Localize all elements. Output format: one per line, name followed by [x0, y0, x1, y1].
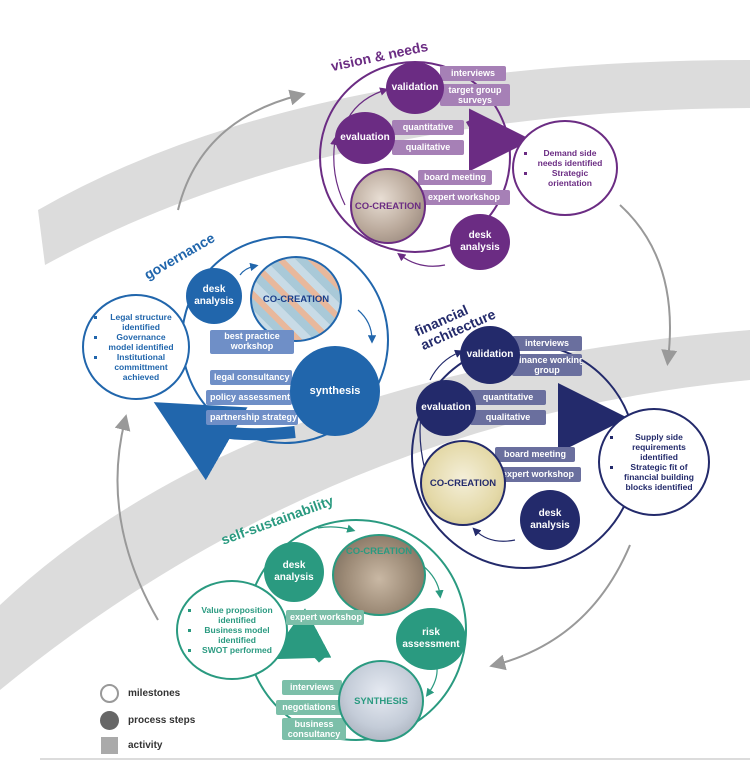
- cycle-arrow-fin-to-self: [489, 544, 631, 671]
- financial-milestone-item: Supply side requirements identified: [622, 432, 696, 462]
- financial-milestone-item: Strategic fit of financial building bloc…: [622, 462, 696, 492]
- vision-milestone-item: Strategic orientation: [536, 168, 604, 188]
- vision-big-arrow: [465, 108, 532, 172]
- selfsustain-desk-analysis-step: desk analysis: [264, 542, 324, 602]
- governance-desk-analysis-step: desk analysis: [186, 268, 242, 324]
- financial-bar-expert-workshop: expert workshop: [495, 467, 581, 482]
- gov-inner-arrow-b: [357, 309, 377, 344]
- gov-big-arrow: [153, 402, 296, 481]
- selfsustain-risk-assessment-step: risk assessment: [396, 608, 466, 670]
- financial-bar-board-meeting: board meeting: [495, 447, 575, 462]
- legend-process-marker: [100, 711, 119, 730]
- vision-bar-quantitative: quantitative: [392, 120, 464, 135]
- self-big-arrow: [268, 608, 332, 663]
- legend-milestones-label: milestones: [128, 688, 181, 699]
- legend-activity-marker: [101, 737, 118, 754]
- fin-big-arrow: [557, 382, 628, 453]
- financial-bar-working-group: finance working group: [512, 354, 582, 376]
- cycle-arrow-self-to-gov: [114, 414, 159, 621]
- vision-inner-arrow-a: [330, 136, 346, 206]
- legend-activity-label: activity: [128, 740, 163, 751]
- vision-milestone-item: Demand side needs identified: [536, 148, 604, 168]
- selfsustain-milestone-item: SWOT performed: [200, 645, 274, 655]
- vision-bar-interviews: interviews: [440, 66, 506, 81]
- financial-bar-quantitative: quantitative: [470, 390, 546, 405]
- legend-process-label: process steps: [128, 715, 196, 726]
- fin-inner-arrow-c: [472, 527, 516, 542]
- financial-bar-interviews: interviews: [512, 336, 582, 351]
- selfsustain-milestone-item: Business model identified: [200, 625, 274, 645]
- governance-milestone: Legal structure identified Governance mo…: [82, 294, 190, 400]
- selfsustain-milestone: Value proposition identified Business mo…: [176, 580, 288, 680]
- governance-bar-policy: policy assessment: [206, 390, 292, 405]
- governance-milestone-item: Governance model identified: [106, 332, 176, 352]
- selfsustain-synthesis-photo: SYNTHESIS: [338, 660, 424, 742]
- self-inner-arrow-c: [425, 667, 438, 697]
- selfsustain-bar-interviews: interviews: [282, 680, 342, 695]
- financial-evaluation-step: evaluation: [416, 380, 476, 436]
- fin-inner-arrow-b: [429, 349, 464, 381]
- vision-bar-qualitative: qualitative: [392, 140, 464, 155]
- selfsustain-cocreation-photo: CO-CREATION: [332, 534, 426, 616]
- financial-milestone: Supply side requirements identified Stra…: [598, 408, 710, 516]
- vision-cocreation-photo: CO-CREATION: [350, 168, 426, 244]
- vision-milestone: Demand side needs identified Strategic o…: [512, 120, 618, 216]
- selfsustain-bar-business-consultancy: business consultancy: [282, 718, 346, 740]
- vision-evaluation-step: evaluation: [335, 112, 395, 164]
- cycle-arrow-gov-to-vision: [177, 89, 306, 211]
- self-inner-arrow-a: [317, 524, 356, 533]
- vision-validation-step: validation: [386, 62, 444, 114]
- activity-arc-upper: [38, 60, 750, 265]
- governance-milestone-item: Legal structure identified: [106, 312, 176, 332]
- financial-validation-step: validation: [460, 326, 520, 384]
- governance-bar-legal: legal consultancy: [210, 370, 292, 385]
- vision-desk-analysis-step: desk analysis: [450, 214, 510, 270]
- selfsustain-bar-negotiations: negotiations: [276, 700, 342, 715]
- vision-bar-surveys: target group surveys: [440, 84, 510, 106]
- financial-cocreation-photo: CO-CREATION: [420, 440, 506, 526]
- vision-bar-board-meeting: board meeting: [418, 170, 492, 185]
- selfsustain-milestone-item: Value proposition identified: [200, 605, 274, 625]
- vision-inner-arrow-c: [397, 252, 446, 267]
- governance-synthesis-step: synthesis: [290, 346, 380, 436]
- legend-milestone-marker: [100, 684, 119, 703]
- financial-bar-qualitative: qualitative: [470, 410, 546, 425]
- gov-inner-arrow-a: [239, 262, 259, 276]
- governance-cocreation-photo: CO-CREATION: [250, 256, 342, 342]
- cycle-arrow-vision-to-fin: [619, 204, 678, 366]
- governance-bar-partnership: partnership strategy: [206, 410, 298, 425]
- governance-bar-best-practice: best practice workshop: [210, 330, 294, 354]
- financial-desk-analysis-step: desk analysis: [520, 490, 580, 550]
- governance-milestone-item: Institutional committment achieved: [106, 352, 176, 382]
- selfsustain-bar-expert-workshop: expert workshop: [286, 610, 364, 625]
- vision-bar-expert-workshop: expert workshop: [418, 190, 510, 205]
